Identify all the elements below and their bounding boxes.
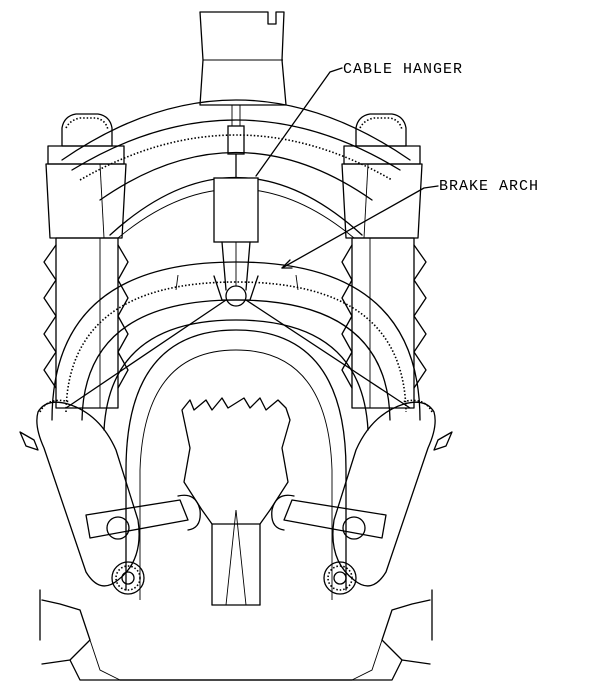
right-brake-arm (271, 399, 453, 665)
cable-stem (199, 11, 287, 179)
center-crown (181, 397, 291, 606)
leader-lines (255, 67, 439, 269)
label-cable-hanger: CABLE HANGER (343, 61, 463, 78)
brake-arch (51, 261, 421, 600)
cable-hanger (65, 177, 411, 409)
right-post (341, 113, 427, 409)
lower-frame (39, 589, 433, 681)
left-brake-arm (19, 399, 201, 665)
left-post (43, 113, 129, 409)
label-brake-arch: BRAKE ARCH (439, 178, 539, 195)
